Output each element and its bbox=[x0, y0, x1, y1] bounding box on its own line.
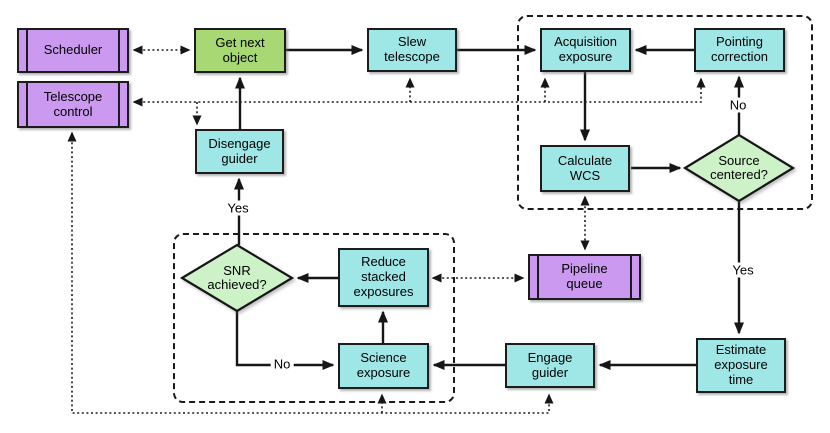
node-slew-telescope-label: Slew telescope bbox=[384, 34, 440, 64]
node-telescope-control: Telescope control bbox=[17, 81, 129, 128]
node-pointing-correction-label: Pointing correction bbox=[710, 34, 769, 64]
node-disengage-guider: Disengage guider bbox=[195, 129, 284, 174]
node-pipeline-queue-label: Pipeline queue bbox=[561, 261, 608, 291]
node-calculate-wcs: Calculate WCS bbox=[540, 145, 630, 192]
node-engage-guider: Engage guider bbox=[505, 343, 595, 388]
node-science-exposure-label: Science exposure bbox=[356, 350, 411, 380]
node-calculate-wcs-label: Calculate WCS bbox=[557, 152, 613, 183]
edge-label-snr-achieved-no: No bbox=[270, 356, 294, 372]
node-estimate-exposure-time: Estimate exposure time bbox=[696, 338, 786, 393]
node-scheduler-label: Scheduler bbox=[43, 42, 103, 58]
edge-label-source-centered-no: No bbox=[726, 97, 750, 113]
node-get-next-object-label: Get next object bbox=[215, 34, 265, 65]
node-disengage-guider-label: Disengage guider bbox=[208, 135, 271, 166]
node-reduce-stacked-exposures-label: Reduce stacked exposures bbox=[353, 254, 414, 299]
node-reduce-stacked-exposures: Reduce stacked exposures bbox=[338, 248, 429, 307]
node-acquisition-exposure: Acquisition exposure bbox=[540, 28, 631, 72]
acquisition-loop-group-box bbox=[517, 15, 813, 210]
node-engage-guider-label: Engage guider bbox=[527, 349, 573, 380]
node-science-exposure: Science exposure bbox=[338, 343, 429, 389]
node-get-next-object: Get next object bbox=[194, 28, 286, 73]
node-scheduler: Scheduler bbox=[17, 28, 129, 73]
edge-label-source-centered-yes: Yes bbox=[729, 262, 757, 278]
node-pipeline-queue: Pipeline queue bbox=[528, 254, 641, 300]
node-acquisition-exposure-label: Acquisition exposure bbox=[554, 34, 617, 64]
edge-label-snr-achieved-yes: Yes bbox=[224, 200, 252, 216]
node-slew-telescope: Slew telescope bbox=[367, 28, 457, 72]
node-estimate-exposure-time-label: Estimate exposure time bbox=[714, 342, 768, 387]
node-pointing-correction: Pointing correction bbox=[694, 28, 785, 72]
node-telescope-control-label: Telescope control bbox=[43, 88, 103, 119]
